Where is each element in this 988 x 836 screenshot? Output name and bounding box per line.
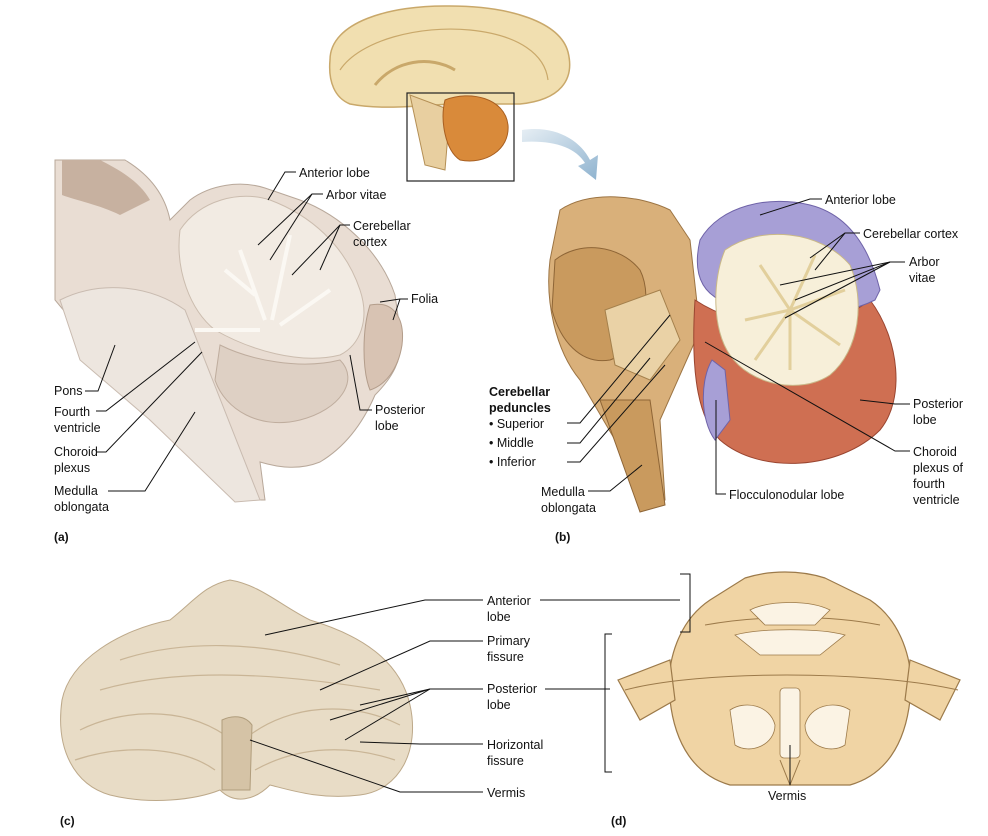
a-anterior-lobe-label: Anterior lobe: [299, 166, 370, 180]
cd-anterior-lobe-label: Anterior lobe: [487, 593, 531, 625]
cd-anterior-lobe-line1: Anterior: [487, 594, 531, 608]
a-medulla-line2: oblongata: [54, 500, 109, 514]
cd-horizontal-fissure-line2: fissure: [487, 754, 524, 768]
a-cerebellar-cortex-line2: cortex: [353, 235, 388, 249]
cd-posterior-lobe-line1: Posterior: [487, 682, 538, 696]
cd-horizontal-fissure-label: Horizontal fissure: [487, 737, 543, 769]
cd-anterior-lobe-line2: lobe: [487, 610, 511, 624]
cd-primary-fissure-line2: fissure: [487, 650, 524, 664]
b-choroid-line3: fourth: [913, 477, 945, 491]
zoom-arrow: [522, 129, 598, 180]
b-medulla-line2: oblongata: [541, 501, 596, 515]
inset-zoom-box: [406, 92, 515, 182]
b-superior-label: • Superior: [489, 417, 545, 431]
a-arbor-vitae-label: Arbor vitae: [326, 188, 387, 202]
b-choroid-line1: Choroid: [913, 445, 957, 459]
cd-primary-fissure-label: Primary fissure: [487, 633, 530, 665]
b-peduncles-line2: peduncles: [489, 401, 551, 415]
b-arbor-vitae-label: Arbor vitae: [909, 254, 940, 286]
b-posterior-lobe-label: Posterior lobe: [913, 396, 963, 428]
b-peduncles-line1: Cerebellar: [489, 385, 551, 399]
cd-posterior-lobe-label: Posterior lobe: [487, 681, 537, 713]
b-choroid-line2: plexus of: [913, 461, 964, 475]
brain-inset: [328, 5, 571, 182]
a-fourth-ventricle-line2: ventricle: [54, 421, 101, 435]
panel-c-specimen: [60, 579, 414, 801]
a-choroid-plexus-line2: plexus: [54, 461, 91, 475]
cd-horizontal-fissure-line1: Horizontal: [487, 738, 544, 752]
a-medulla-label: Medulla oblongata: [54, 483, 109, 515]
c-vermis-label: Vermis: [487, 786, 526, 800]
b-flocculonodular-label: Flocculonodular lobe: [729, 488, 845, 502]
a-fourth-ventricle-label: Fourth ventricle: [54, 404, 101, 436]
a-pons-label: Pons: [54, 384, 83, 398]
a-posterior-lobe-label: Posterior lobe: [375, 402, 425, 434]
b-cerebellar-cortex-label: Cerebellar cortex: [863, 227, 959, 241]
b-posterior-lobe-line1: Posterior: [913, 397, 964, 411]
cd-posterior-lobe-line2: lobe: [487, 698, 511, 712]
panel-d-letter: (d): [611, 814, 627, 828]
b-arbor-vitae-line1: Arbor: [909, 255, 940, 269]
b-posterior-lobe-line2: lobe: [913, 413, 937, 427]
a-medulla-line1: Medulla: [54, 484, 98, 498]
panel-a-letter: (a): [54, 530, 69, 544]
a-choroid-plexus-line1: Choroid: [54, 445, 98, 459]
panel-a-specimen: [54, 159, 404, 503]
b-inferior-label: • Inferior: [489, 455, 536, 469]
panel-d-diagram: [617, 571, 961, 787]
b-medulla-label: Medulla oblongata: [541, 484, 596, 516]
a-folia-label: Folia: [411, 292, 439, 306]
a-choroid-plexus-label: Choroid plexus: [54, 444, 98, 476]
b-medulla-line1: Medulla: [541, 485, 585, 499]
d-vermis-label: Vermis: [768, 789, 807, 803]
b-arbor-vitae-line2: vitae: [909, 271, 936, 285]
a-posterior-lobe-line2: lobe: [375, 419, 399, 433]
a-posterior-lobe-line1: Posterior: [375, 403, 426, 417]
b-choroid-line4: ventricle: [913, 493, 960, 507]
panel-b-illustration: [548, 196, 897, 513]
a-cerebellar-cortex-line1: Cerebellar: [353, 219, 411, 233]
panel-c-letter: (c): [60, 814, 75, 828]
b-choroid-plexus-label: Choroid plexus of fourth ventricle: [913, 444, 963, 508]
a-cerebellar-cortex-label: Cerebellar cortex: [353, 218, 411, 250]
panel-b-letter: (b): [555, 530, 571, 544]
a-fourth-ventricle-line1: Fourth: [54, 405, 91, 419]
b-middle-label: • Middle: [489, 436, 534, 450]
leader-lines: [85, 171, 910, 793]
b-anterior-lobe-label: Anterior lobe: [825, 193, 896, 207]
b-peduncles-heading: Cerebellar peduncles: [489, 384, 551, 416]
cd-primary-fissure-line1: Primary: [487, 634, 531, 648]
